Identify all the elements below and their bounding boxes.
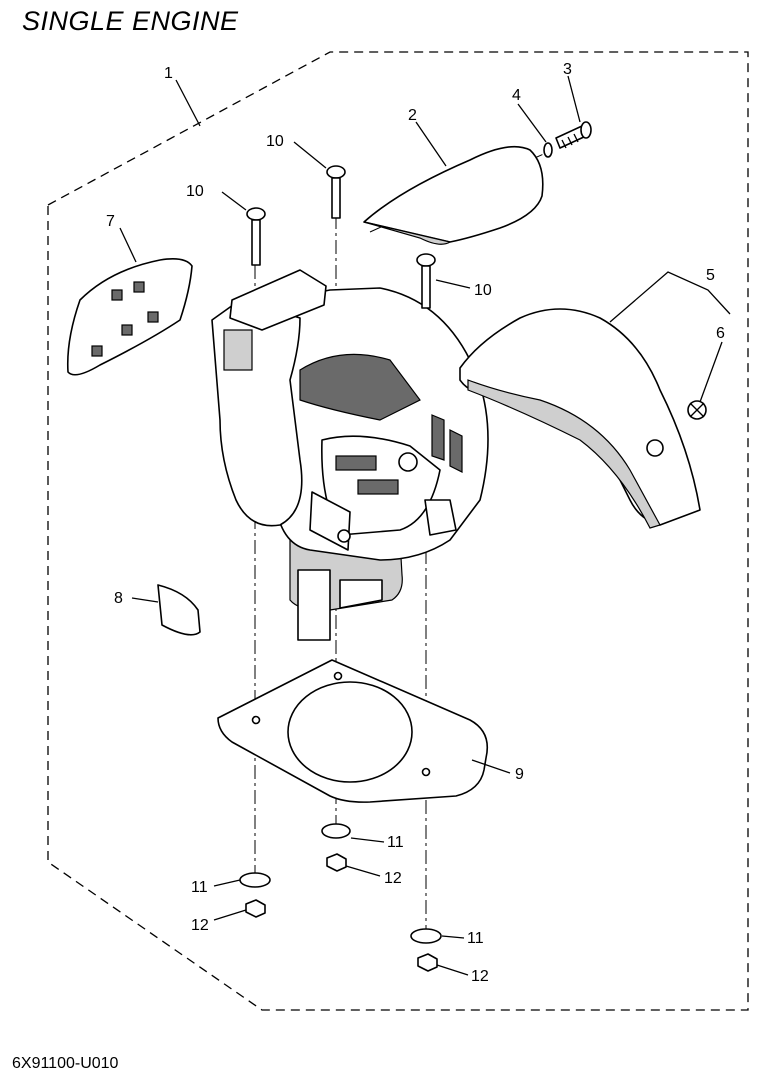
part-5-top-cover bbox=[459, 308, 701, 529]
part-4-washer bbox=[543, 142, 553, 158]
diagram-title: SINGLE ENGINE bbox=[22, 6, 239, 36]
part-6-clip bbox=[687, 400, 707, 420]
assembly-boundary bbox=[47, 51, 749, 1011]
part-12-nut-center bbox=[326, 853, 347, 872]
part-3-screw bbox=[555, 121, 592, 149]
part-8-lid bbox=[157, 584, 201, 636]
callout-6: 6 bbox=[716, 325, 725, 342]
callout-11-center: 11 bbox=[387, 834, 404, 851]
part-11-washer-right bbox=[410, 928, 442, 944]
part-10-screw-center bbox=[326, 165, 346, 219]
callout-10-center: 10 bbox=[266, 133, 284, 150]
part-10-screw-right bbox=[416, 253, 436, 309]
callout-1: 1 bbox=[164, 65, 173, 82]
callout-3: 3 bbox=[563, 61, 572, 78]
part-9-base-plate bbox=[217, 659, 489, 803]
callout-8: 8 bbox=[114, 590, 123, 607]
remote-control-body bbox=[211, 269, 489, 641]
part-7-side-panel bbox=[66, 258, 193, 376]
callout-12-left: 12 bbox=[191, 917, 209, 934]
callout-4: 4 bbox=[512, 87, 521, 104]
leader-lines bbox=[119, 75, 731, 976]
callout-10-left: 10 bbox=[186, 183, 204, 200]
callout-7: 7 bbox=[106, 213, 115, 230]
part-2-cover bbox=[363, 145, 544, 245]
part-11-washer-center bbox=[321, 823, 351, 839]
callout-9: 9 bbox=[515, 766, 524, 783]
callout-12-center: 12 bbox=[384, 870, 402, 887]
callout-11-right: 11 bbox=[467, 930, 484, 947]
callout-5: 5 bbox=[706, 267, 715, 284]
part-12-nut-right bbox=[417, 953, 438, 972]
part-11-washer-left bbox=[239, 872, 271, 888]
diagram-code: 6X91100-U010 bbox=[12, 1055, 119, 1072]
callout-11-left: 11 bbox=[191, 879, 208, 896]
callout-10-right: 10 bbox=[474, 282, 492, 299]
callout-12-right: 12 bbox=[471, 968, 489, 985]
part-10-screw-left bbox=[246, 207, 266, 266]
part-12-nut-left bbox=[245, 899, 266, 918]
callout-2: 2 bbox=[408, 107, 417, 124]
